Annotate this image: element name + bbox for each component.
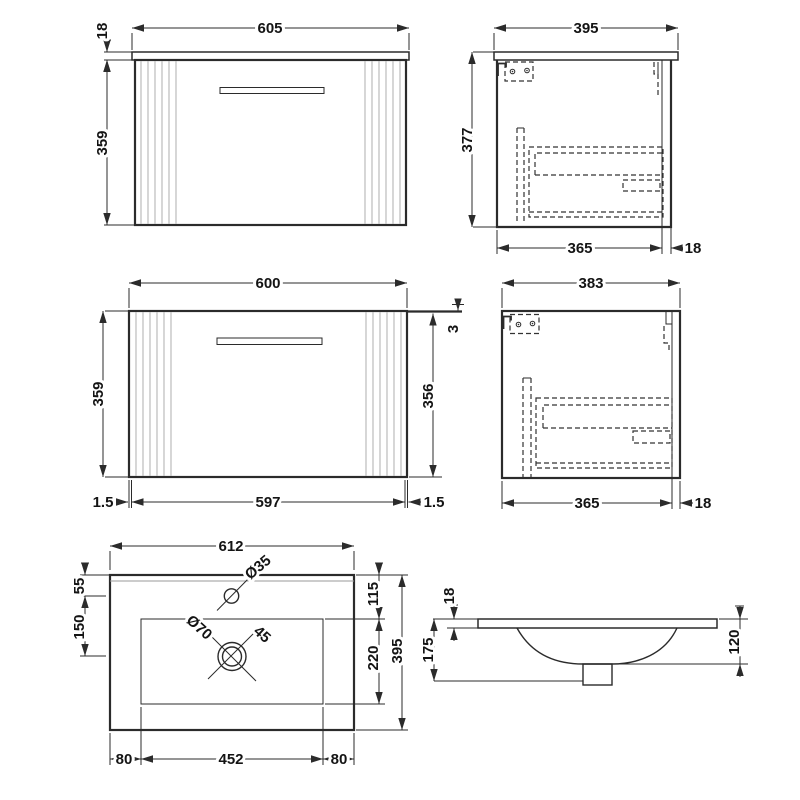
dim-front-top-width: 605 [257, 20, 282, 37]
dim-front-open-width: 600 [255, 275, 280, 292]
waste-note-label: 45 [250, 623, 274, 647]
dim-section-total-height: 175 [420, 637, 437, 662]
dim-side-open-body-depth: 365 [574, 495, 599, 512]
rear-hanging-bracket [663, 312, 672, 350]
rear-hanging-bracket [653, 62, 659, 97]
fluted-panel-right [365, 312, 402, 476]
tap-hole-diameter-label: Ø35 [242, 552, 275, 583]
dim-bowl-width: 452 [218, 751, 243, 768]
dim-front-open-edge-right: 1.5 [424, 494, 445, 511]
side-view-open: 383 365 18 [500, 272, 714, 515]
front-view-open: 600 359 3 356 1.5 597 1.5 [87, 272, 465, 514]
drawer-runner-hidden [522, 377, 673, 477]
dim-front-open-edge-left: 1.5 [93, 494, 114, 511]
dim-basin-total-depth: 395 [389, 638, 406, 663]
basin-section-view: 18 175 120 [417, 585, 748, 686]
drawer-runner-hidden [516, 127, 664, 224]
cabinet-front [133, 58, 408, 227]
dim-front-open-lip: 3 [445, 325, 462, 333]
dim-side-top-height: 377 [459, 127, 476, 152]
dim-side-open-back-panel: 18 [695, 495, 712, 512]
bowl-outline [140, 618, 324, 705]
wall-fixing-bracket [497, 61, 534, 82]
dim-side-open-depth: 383 [578, 275, 603, 292]
dim-side-top-body-depth: 365 [567, 240, 592, 257]
dim-bowl-depth: 220 [365, 645, 382, 670]
side-view-with-worktop: 395 377 365 18 [456, 17, 704, 260]
dim-basin-width: 612 [218, 538, 243, 555]
basin-rim [477, 618, 718, 629]
dim-front-open-door-width: 597 [255, 494, 280, 511]
dim-margin-left: 80 [116, 751, 133, 768]
wall-fixing-bracket [502, 313, 540, 335]
front-view-with-worktop: 605 18 359 [91, 17, 410, 227]
fluted-panel-left [135, 312, 172, 476]
dim-side-top-depth: 395 [573, 20, 598, 37]
bowl-curve [516, 627, 678, 665]
dim-section-bowl-height: 120 [726, 629, 743, 654]
drawer-handle [219, 87, 325, 94]
drawer-handle [216, 337, 323, 345]
fluted-panel-right [364, 61, 401, 224]
waste-hole-diameter-label: Ø70 [183, 612, 215, 644]
dim-tap-to-waste: 150 [71, 614, 88, 639]
dim-tap-offset: 55 [71, 578, 88, 595]
dim-rim-thickness: 18 [441, 588, 458, 605]
dim-front-open-height: 359 [90, 381, 107, 406]
dim-front-top-height: 359 [94, 130, 111, 155]
cabinet-side-open [500, 309, 682, 480]
worktop-front [131, 51, 410, 61]
cabinet-side-outline [495, 60, 673, 229]
worktop-side [493, 51, 679, 61]
dim-front-open-door-height: 356 [420, 383, 437, 408]
dim-rim-to-bowl: 115 [365, 582, 382, 606]
fluted-panel-left [140, 61, 177, 224]
waste-outlet [582, 663, 613, 686]
dim-side-top-back-panel: 18 [685, 240, 702, 257]
dim-margin-right: 80 [331, 751, 348, 768]
waste-hole: Ø70 45 [180, 609, 277, 682]
cabinet-front-open [127, 309, 409, 479]
basin-outline [108, 573, 356, 732]
basin-plan-view: Ø35 Ø70 45 612 55 150 115 220 [68, 535, 409, 771]
dim-worktop-thickness: 18 [94, 23, 111, 40]
